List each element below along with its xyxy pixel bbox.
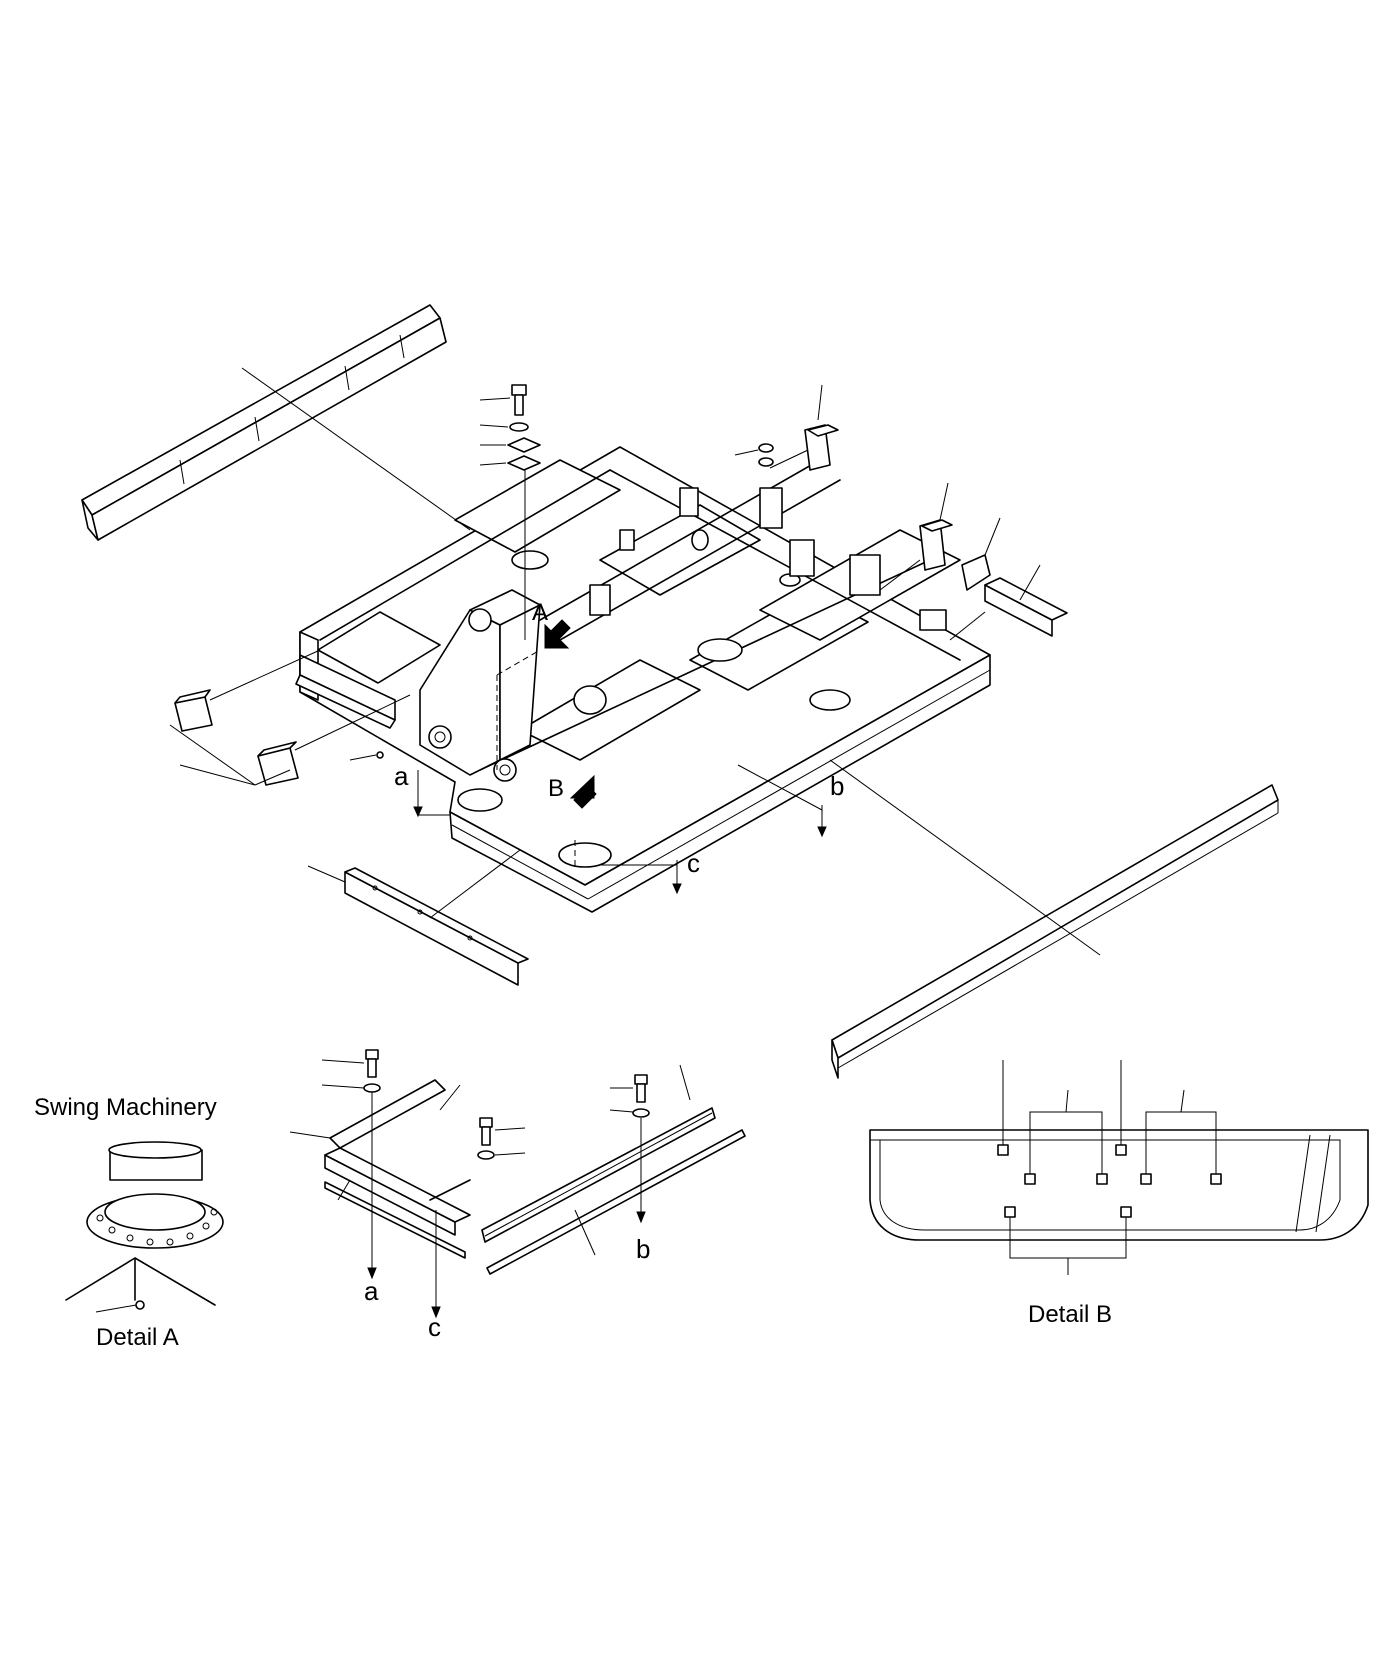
gear-teeth — [96, 1208, 218, 1246]
view-arrow-b: B — [548, 774, 597, 809]
front-step-rail — [307, 849, 529, 986]
left-side-cover-rail — [81, 304, 447, 541]
detail-a-swing-machinery — [65, 1141, 224, 1313]
revolving-frame — [295, 446, 991, 913]
view-arrow-a: A — [532, 599, 571, 649]
section-letter-c: c — [687, 848, 700, 878]
bolt-washer-cover-stack — [479, 384, 541, 640]
section-letter-c-detail: c — [428, 1312, 441, 1342]
leader-line — [241, 367, 471, 531]
section-letter-a-detail: a — [364, 1276, 379, 1306]
section-mark-a-top: a — [394, 761, 450, 818]
detail-b-panel — [869, 1060, 1369, 1275]
detail-a-caption: Detail A — [96, 1324, 179, 1351]
swing-machinery-caption: Swing Machinery — [34, 1094, 217, 1121]
detail-b-mount-holes — [997, 1144, 1222, 1218]
view-label-a: A — [532, 599, 548, 626]
section-mark-b-top: b — [737, 764, 844, 838]
section-mark-c-top: c — [600, 848, 700, 895]
right-pads-and-blocks — [734, 384, 1068, 641]
right-side-rail — [829, 759, 1279, 1079]
detail-b-caption: Detail B — [1028, 1301, 1112, 1328]
sub-assembly-right: b — [481, 1064, 746, 1275]
sub-assembly-left: a c — [289, 1049, 526, 1342]
view-label-b: B — [548, 775, 564, 802]
left-brackets — [169, 649, 411, 786]
section-letter-a: a — [394, 761, 409, 791]
section-letter-b-detail: b — [636, 1234, 650, 1264]
section-letter-b: b — [830, 771, 844, 801]
